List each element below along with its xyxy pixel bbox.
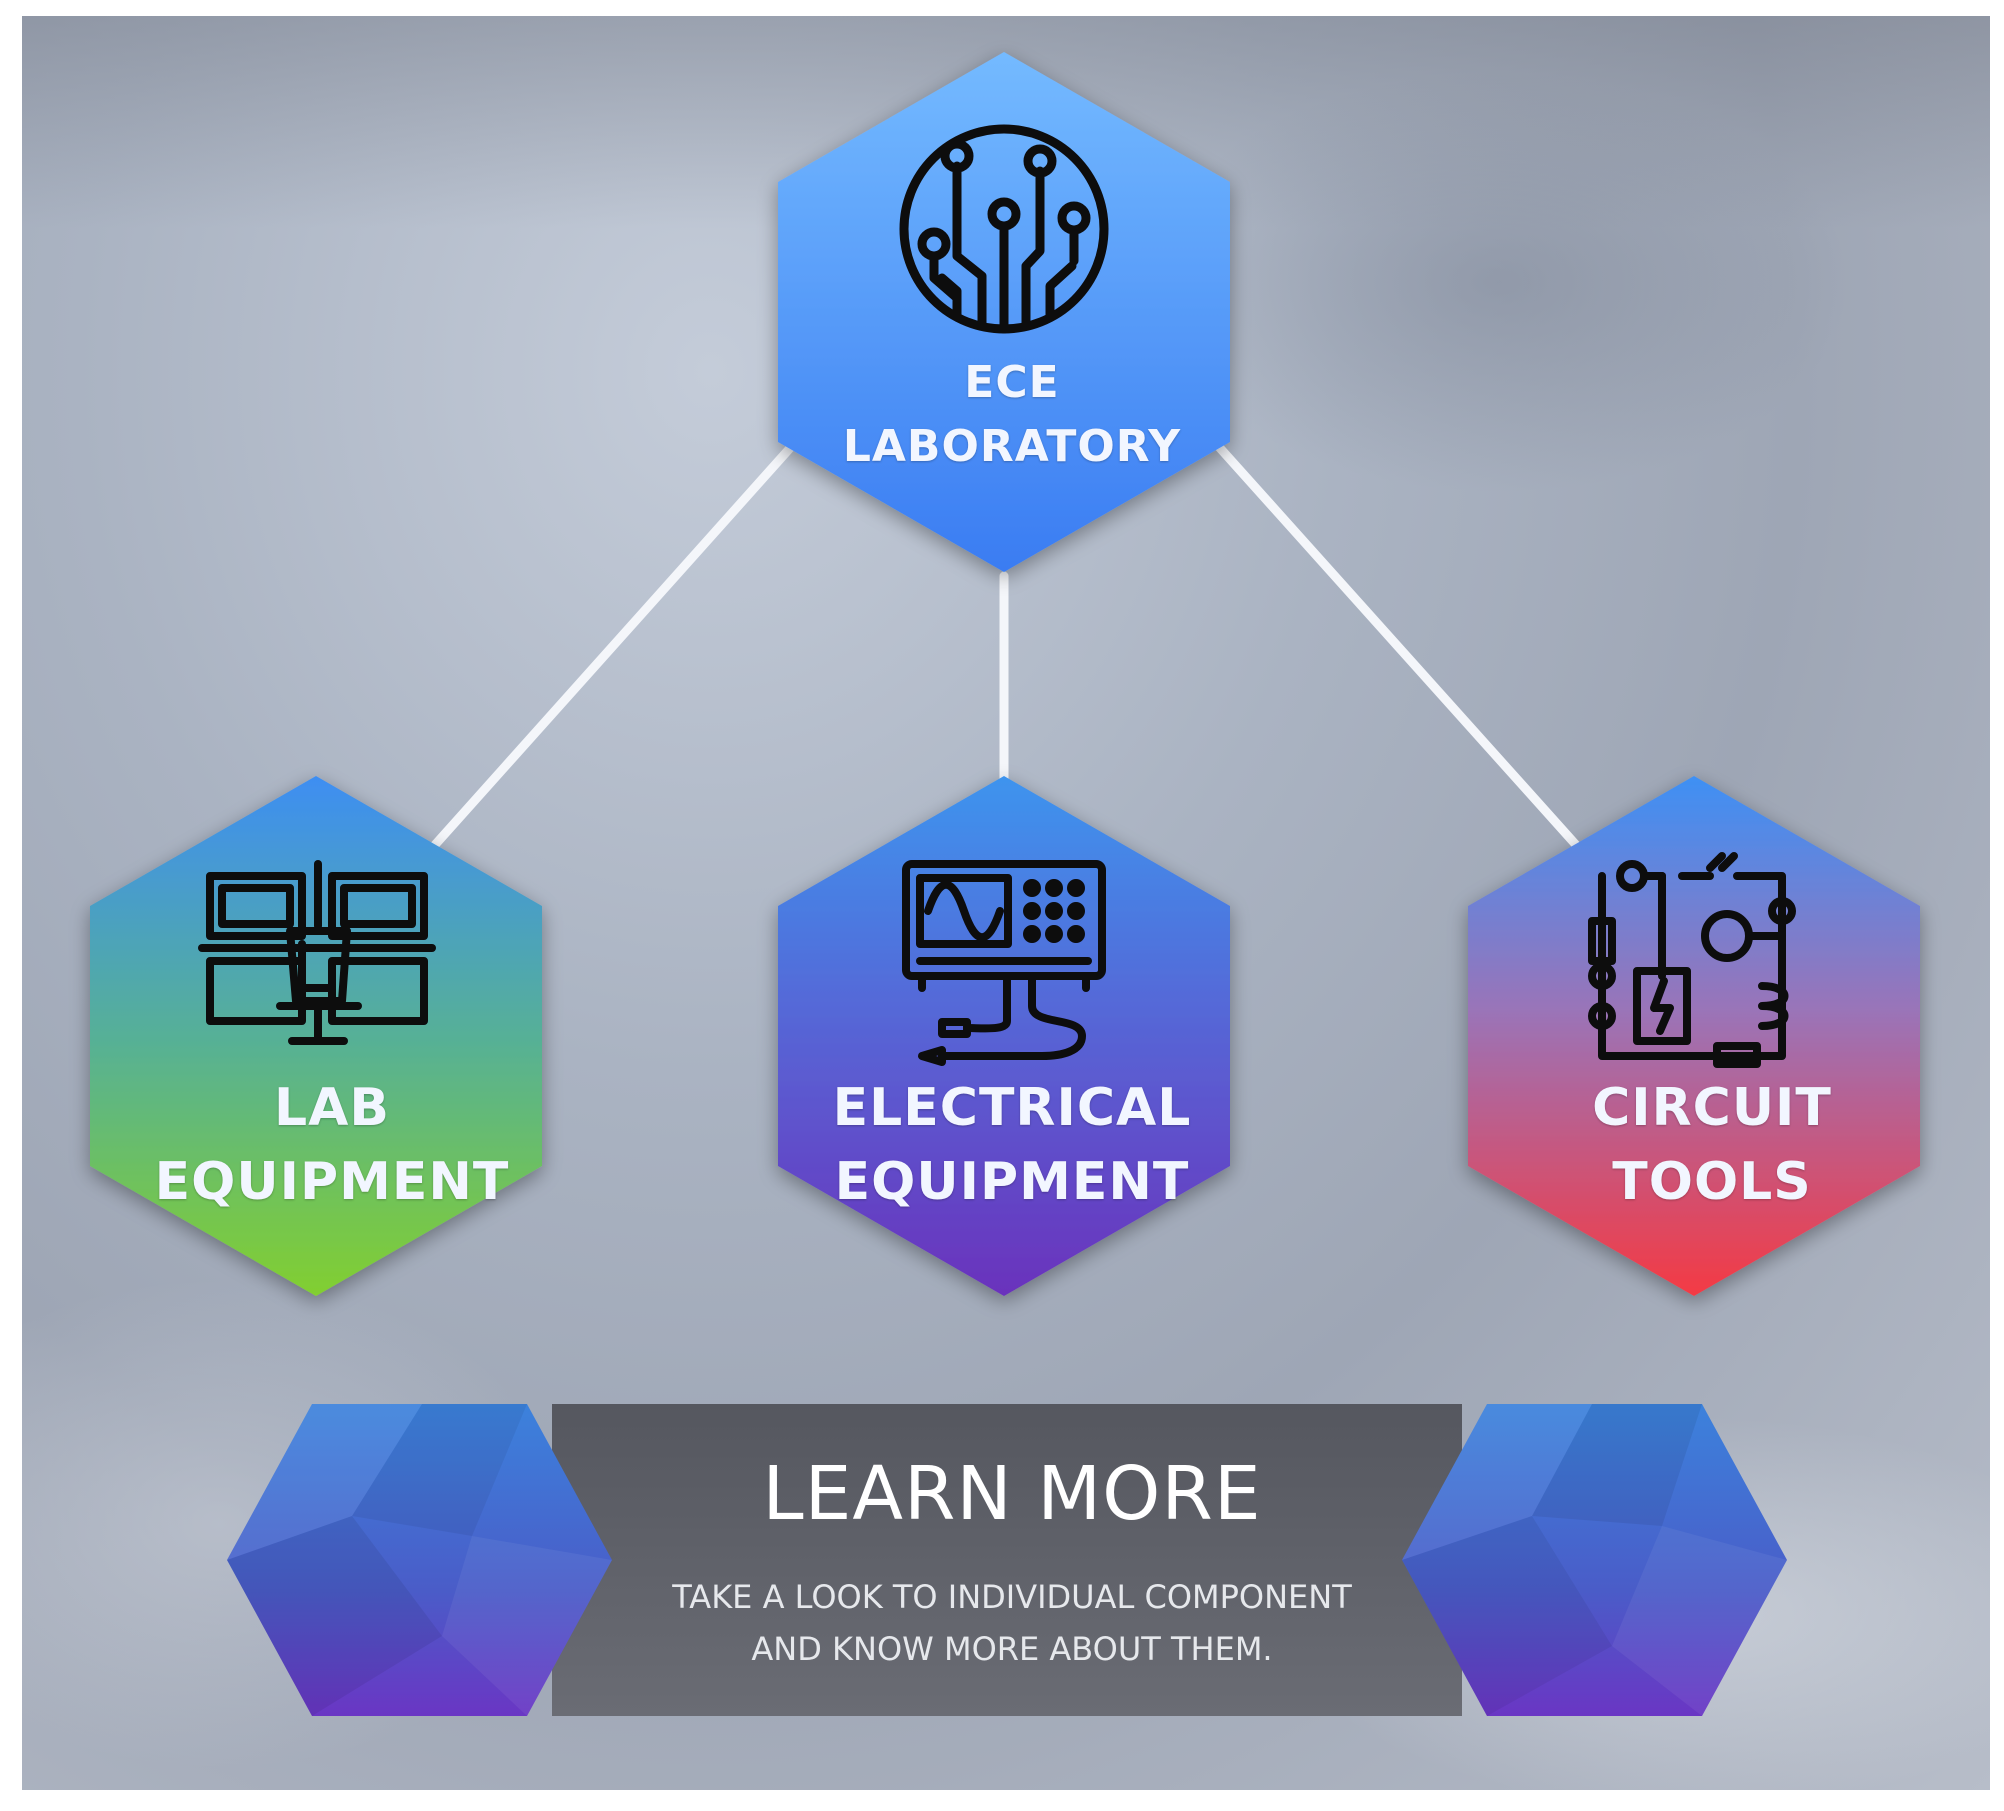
hub-label-line: ELECTRICAL	[832, 1078, 1192, 1138]
hub-label-line: TOOLS	[1612, 1152, 1812, 1212]
banner-hex-left	[227, 1404, 612, 1716]
hub-lab-equipment[interactable]	[90, 776, 542, 1296]
background-stage: ECE LABORATORY LAB EQUIPMENT ELECTRICAL …	[22, 16, 1990, 1790]
connector-lines	[429, 423, 1582, 851]
hub-label-line: LAB	[273, 1078, 390, 1138]
oscilloscope-icon	[902, 860, 1106, 1066]
hub-label-lab-equipment: LAB EQUIPMENT	[82, 1071, 582, 1219]
hub-electrical-equipment[interactable]	[778, 776, 1230, 1296]
workstation-icon	[198, 860, 436, 1045]
description-line: AND KNOW MORE ABOUT THEM.	[751, 1630, 1273, 1668]
circuit-tools-icon	[1588, 852, 1796, 1068]
hub-label-line: LABORATORY	[842, 421, 1182, 472]
connector-line-circuit	[1197, 423, 1582, 851]
hub-label-line: EQUIPMENT	[834, 1152, 1190, 1212]
learn-more-description: TAKE A LOOK TO INDIVIDUAL COMPONENT AND …	[582, 1571, 1442, 1675]
hub-label-line: CIRCUIT	[1592, 1078, 1832, 1138]
learn-more-banner[interactable]	[227, 1404, 1787, 1716]
hub-label-ece-laboratory: ECE LABORATORY	[782, 351, 1242, 479]
hub-diagram	[90, 52, 1920, 1716]
hub-circuit-tools[interactable]	[1468, 776, 1920, 1296]
hub-ece-laboratory[interactable]	[778, 52, 1230, 572]
hub-label-electrical-equipment: ELECTRICAL EQUIPMENT	[772, 1071, 1252, 1219]
hub-label-line: ECE	[964, 357, 1060, 408]
hub-label-line: EQUIPMENT	[154, 1152, 510, 1212]
banner-hex-right	[1402, 1404, 1787, 1716]
description-line: TAKE A LOOK TO INDIVIDUAL COMPONENT	[672, 1578, 1352, 1616]
hub-label-circuit-tools: CIRCUIT TOOLS	[1472, 1071, 1952, 1219]
circuit-board-icon	[899, 124, 1109, 334]
banner-panel	[552, 1404, 1462, 1716]
connector-line-lab	[429, 423, 813, 851]
learn-more-title[interactable]: LEARN MORE	[762, 1451, 1262, 1537]
